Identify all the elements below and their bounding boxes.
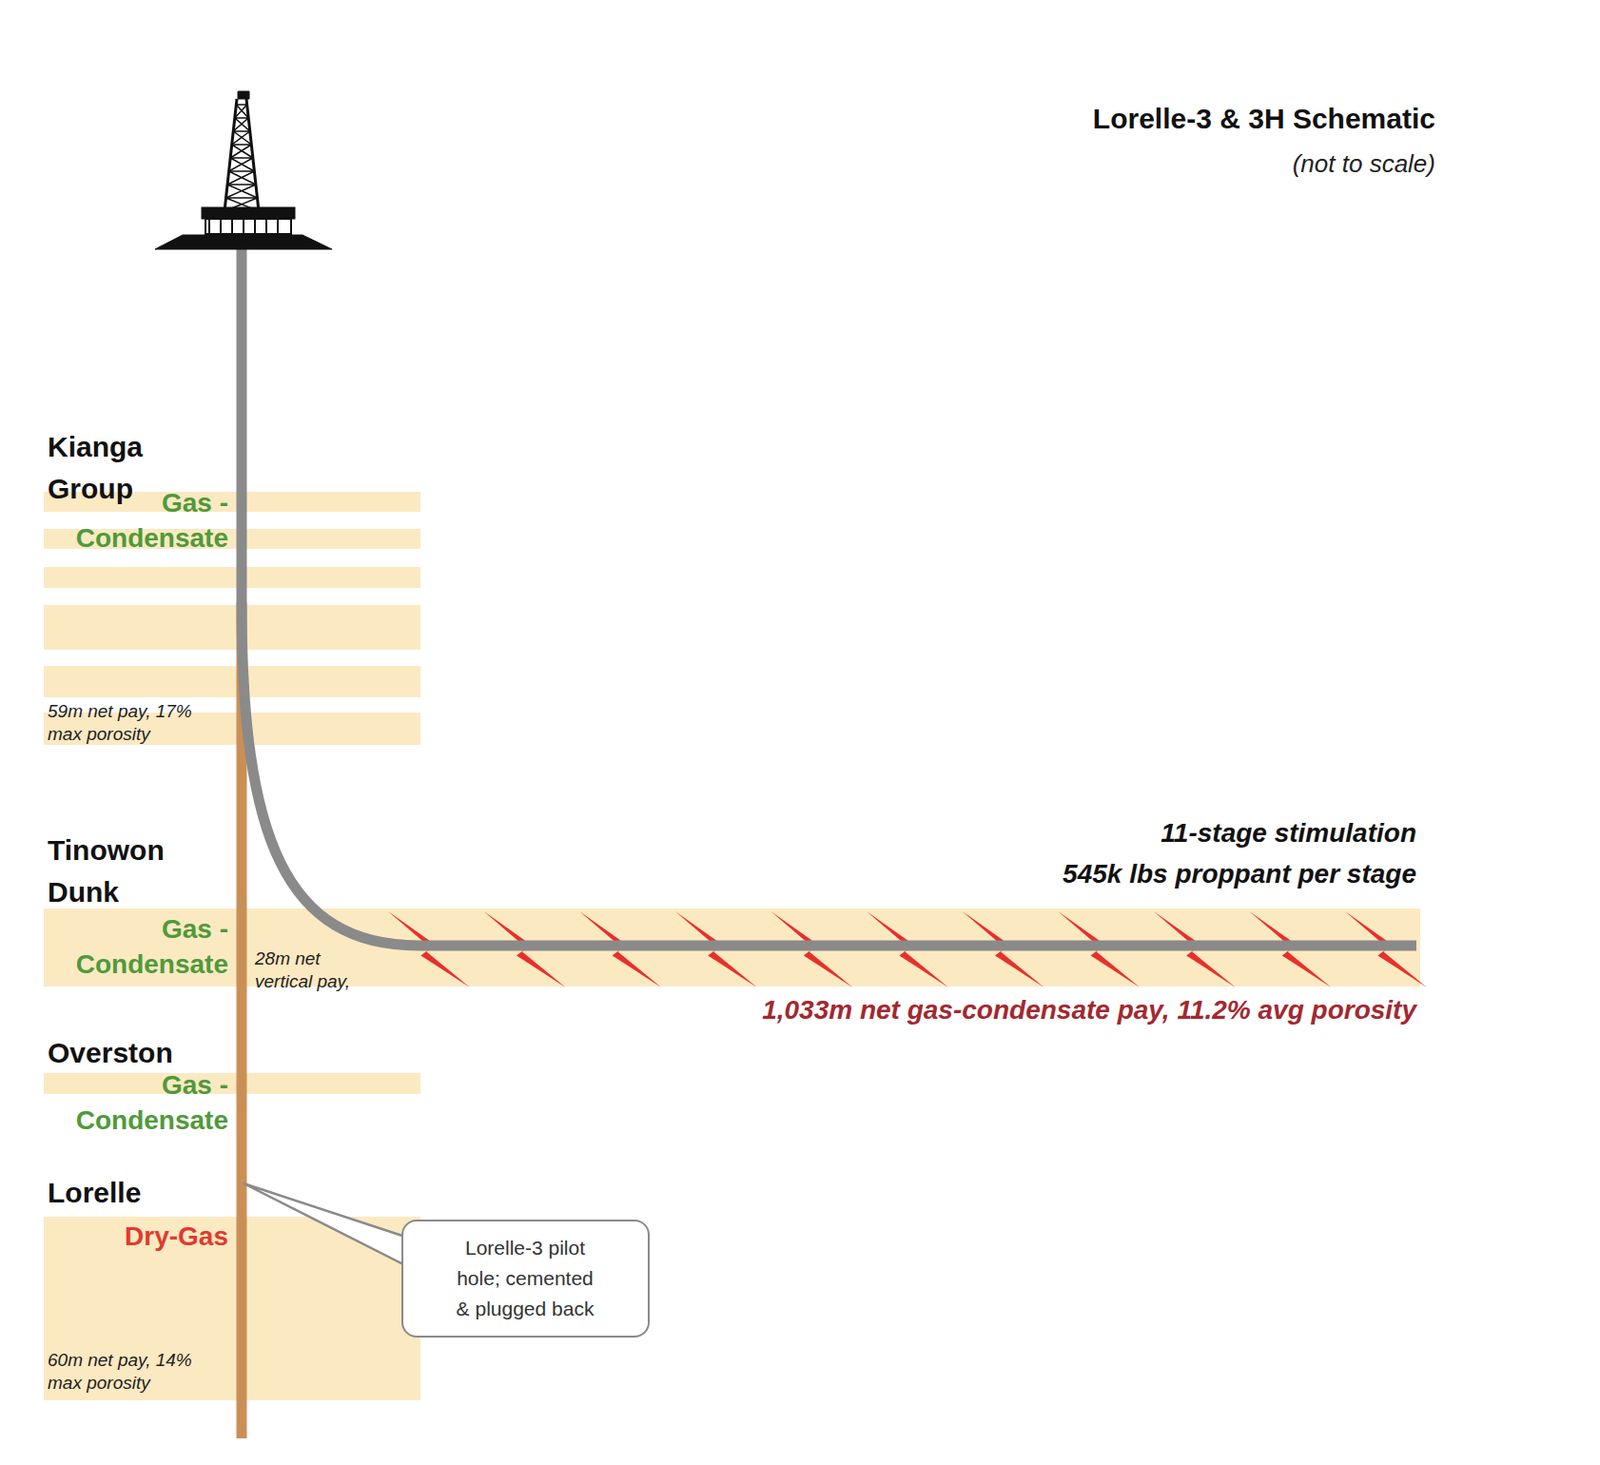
rig-lattice: [233, 117, 250, 132]
formation-name: Lorelle: [47, 1171, 191, 1214]
lateral-pay-note: 1,033m net gas-condensate pay, 11.2% avg…: [761, 993, 1417, 1028]
formation-zone: Kianga GroupGas - Condensate59m net pay,…: [43, 418, 425, 752]
rig-lattice: [226, 184, 258, 198]
fluid-type: Gas - Condensate: [47, 485, 229, 556]
formation-name: Tinowon Dunk: [47, 829, 191, 914]
wellbore: [241, 249, 1417, 946]
scale-note: (not to scale): [1292, 147, 1436, 180]
rig-lattice: [234, 104, 249, 118]
pay-note: 59m net pay, 17% max porosity: [47, 700, 224, 746]
kianga-band: [43, 604, 421, 650]
rig-lattice: [232, 131, 253, 145]
pay-note: 60m net pay, 14% max porosity: [47, 1348, 224, 1395]
formation-name: Overston: [47, 1032, 191, 1074]
pay-note: 28m net vertical pay,: [254, 947, 370, 994]
overston-band: [43, 1073, 421, 1094]
callout-pointer: [243, 1183, 406, 1266]
formation-zone: OverstonGas - Condensate: [43, 1032, 425, 1147]
kianga-band: [43, 665, 421, 698]
fluid-type: Gas - Condensate: [47, 1067, 229, 1138]
rig-lattice: [229, 157, 255, 172]
formation-zone: LorelleDry-Gas 60m net pay, 14% max poros…: [43, 1171, 425, 1401]
stimulation-note: 11-stage stimulation: [1160, 816, 1417, 851]
callout-box: Lorelle-3 pilot hole; cemented & plugged…: [401, 1219, 650, 1338]
formation-zone: Tinowon DunkGas - Condensate28m net vert…: [43, 829, 425, 988]
rig-lattice: [227, 171, 256, 185]
drilling-rig: [155, 91, 332, 250]
rig-lattice: [230, 144, 254, 158]
fluid-type: Dry-Gas: [47, 1220, 229, 1253]
diagram-title: Lorelle-3 & 3H Schematic: [1092, 100, 1436, 137]
proppant-note: 545k lbs proppant per stage: [1062, 857, 1417, 892]
callout-text: Lorelle-3 pilot hole; cemented & plugged…: [448, 1232, 602, 1325]
kianga-band: [43, 566, 421, 588]
fluid-type: Gas - Condensate: [47, 911, 229, 982]
